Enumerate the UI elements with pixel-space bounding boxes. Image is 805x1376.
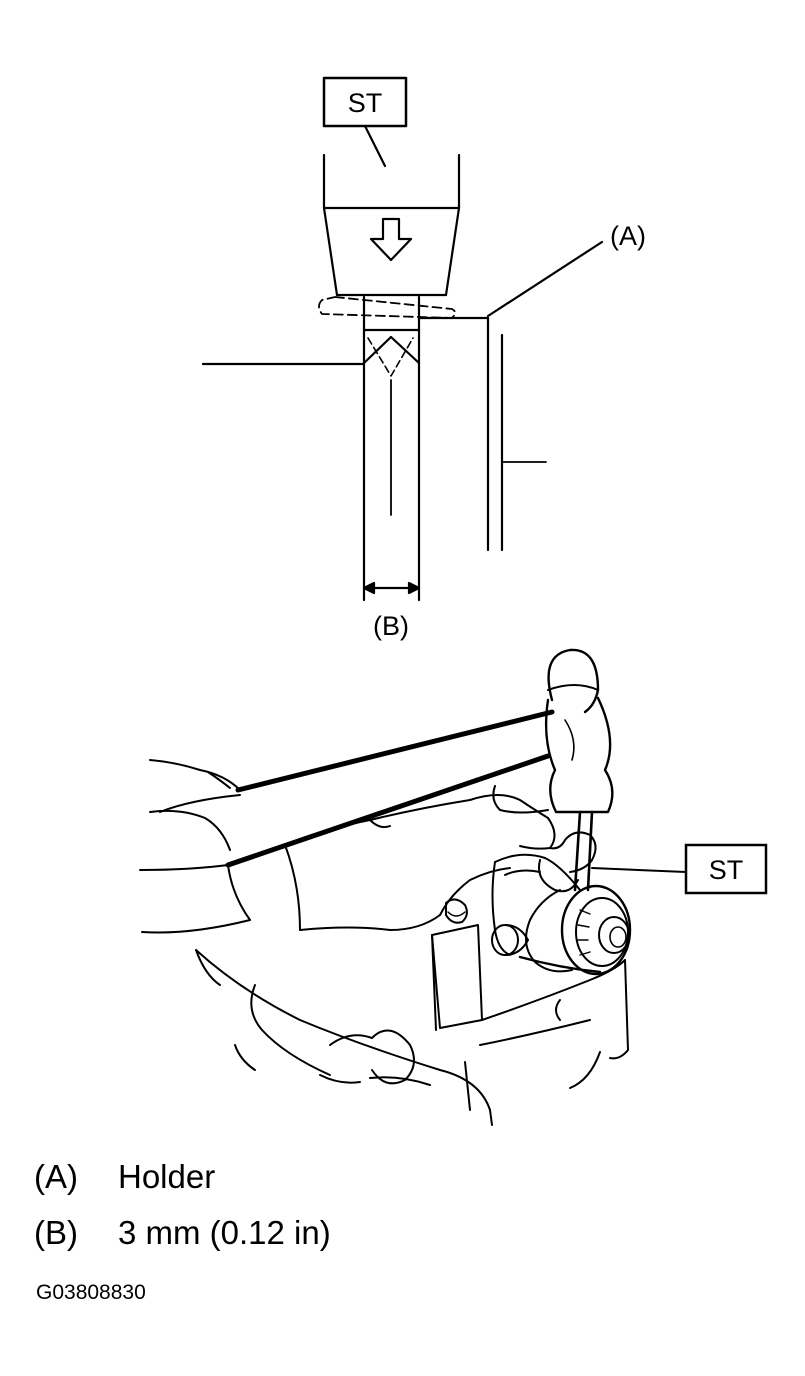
pin [362,295,421,602]
special-tool-st [322,153,461,297]
cross-section-diagram [201,76,604,602]
arrow-down-icon [369,217,413,262]
callout-st-top: ST [348,88,383,118]
holder-dashed-outline [318,296,456,319]
hammer [225,648,614,868]
callout-st-bottom: ST [709,855,744,885]
legend-key-b: (B) [34,1214,78,1251]
vise [195,924,629,1126]
legend-text-a: Holder [118,1158,216,1195]
figure-code: G03808830 [36,1281,146,1304]
st-callout-box-bottom [684,843,768,895]
technical-illustration: ST (A) (B) [139,76,768,1126]
legend: (A) Holder (B) 3 mm (0.12 in) [34,1158,331,1270]
legend-text-b: 3 mm (0.12 in) [118,1214,331,1251]
special-tool-st-held [573,810,687,892]
callout-a: (A) [610,221,646,251]
holder-a [417,240,604,552]
legend-row-a: (A) Holder [34,1158,331,1214]
legend-row-b: (B) 3 mm (0.12 in) [34,1214,331,1270]
right-hand [284,785,597,931]
left-hand [139,759,251,934]
dimension-b [362,581,421,595]
legend-key-a: (A) [34,1158,78,1195]
rocker-arm [445,853,632,976]
hammer-illustration [139,648,687,1126]
callout-b: (B) [373,611,409,641]
